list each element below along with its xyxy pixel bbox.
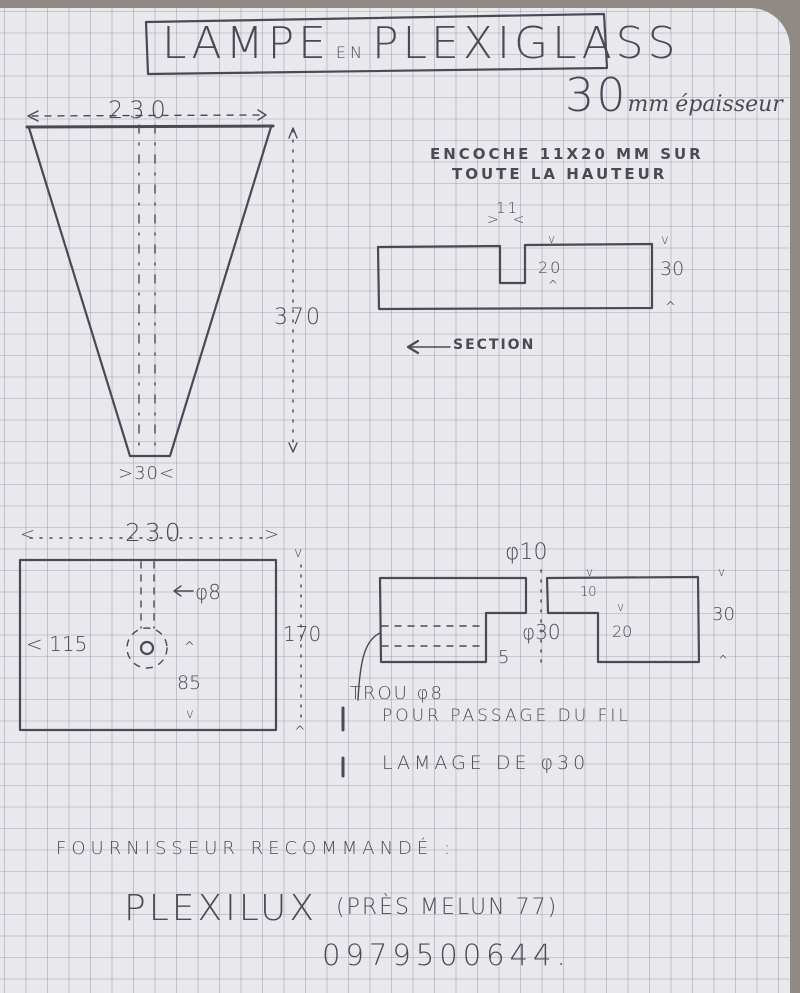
section-thickness-label: 30 <box>660 258 685 280</box>
thickness-arrow-down: v <box>661 233 671 248</box>
supplier-phone: 0979500644. <box>322 938 571 972</box>
base-rectangle <box>18 558 278 732</box>
base-width-label: 230 <box>125 518 185 547</box>
notch-width-arrows: >< <box>487 212 539 228</box>
front-bottom-width-label: >30< <box>118 463 176 484</box>
front-trapezoid <box>27 125 273 458</box>
front-height-label: 370 <box>274 305 322 330</box>
supplier-heading: FOURNISSEUR RECOMMANDÉ : <box>56 838 456 859</box>
notch-note-line2: TOUTE LA HAUTEUR <box>452 165 668 183</box>
front-top-edge <box>25 124 275 129</box>
counterbore-label: φ30 <box>522 620 561 644</box>
counterbore-depth-arrow: v <box>586 565 596 579</box>
base-offset-x-label: < 115 <box>26 632 88 656</box>
base-width-arrow-left: < <box>20 524 38 545</box>
base-width-arrow-right: > <box>264 524 282 545</box>
notch-width-label: 11 <box>496 199 520 217</box>
base-offset-y-arrow-up: ^ <box>184 640 197 655</box>
graph-paper <box>0 8 790 993</box>
dim-line-top-width <box>31 114 265 117</box>
counterbore-circle <box>126 627 168 669</box>
notch-depth-arrow-down: v <box>548 232 558 246</box>
base-section-left <box>378 576 528 664</box>
arrow-right <box>257 109 267 121</box>
notch-depth-label: 20 <box>538 258 563 277</box>
counterbore-depth-label: 10 <box>580 585 597 600</box>
section-profile <box>376 242 654 311</box>
note-wire-passage: POUR PASSAGE DU FIL <box>382 706 631 726</box>
through-hole-label: φ10 <box>505 540 548 565</box>
base-height-arrow-up: ^ <box>294 724 308 740</box>
base-height-label: 170 <box>283 622 322 646</box>
notch-depth-arrow-up: ^ <box>548 278 561 292</box>
arrow-up <box>288 127 298 139</box>
base-section-right <box>545 575 701 664</box>
leader-phi8-arrow <box>173 585 182 597</box>
through-hole-circle <box>139 640 155 656</box>
note-wire-hole: TROU φ8 <box>350 683 444 704</box>
front-view <box>25 109 298 458</box>
section-label: SECTION <box>453 337 536 353</box>
arrow-down <box>288 442 298 453</box>
front-top-width-label: 230 <box>108 96 172 124</box>
base-hole-diameter-label: φ8 <box>195 580 221 604</box>
total-arrow-down: v <box>718 565 728 579</box>
total-arrow-up: ^ <box>718 653 731 667</box>
supplier-location: (PRÈS MELUN 77) <box>336 895 559 920</box>
title-box <box>144 12 609 76</box>
arrow-left <box>27 110 39 122</box>
base-offset-y-arrow-down: v <box>186 707 196 722</box>
base-offset-y-label: 85 <box>177 672 202 694</box>
notch-note-line1: ENCOCHE 11X20 MM SUR <box>430 145 704 163</box>
section-view <box>376 242 654 355</box>
section-arrow-head <box>406 339 420 355</box>
supplier-name: PLEXILUX <box>124 888 318 929</box>
base-height-arrow-down: v <box>294 545 305 561</box>
note-counterbore: LAMAGE DE φ30 <box>382 752 590 774</box>
thickness-arrow-up: ^ <box>665 300 678 315</box>
step-depth-label: 20 <box>612 622 633 641</box>
base-section <box>357 569 701 701</box>
base-view <box>18 537 302 732</box>
leader-wire-hole <box>357 632 381 701</box>
step-depth-arrow: v <box>617 600 627 614</box>
total-thickness-label: 30 <box>712 604 735 625</box>
bottom-gap-label: 5 <box>498 647 510 668</box>
